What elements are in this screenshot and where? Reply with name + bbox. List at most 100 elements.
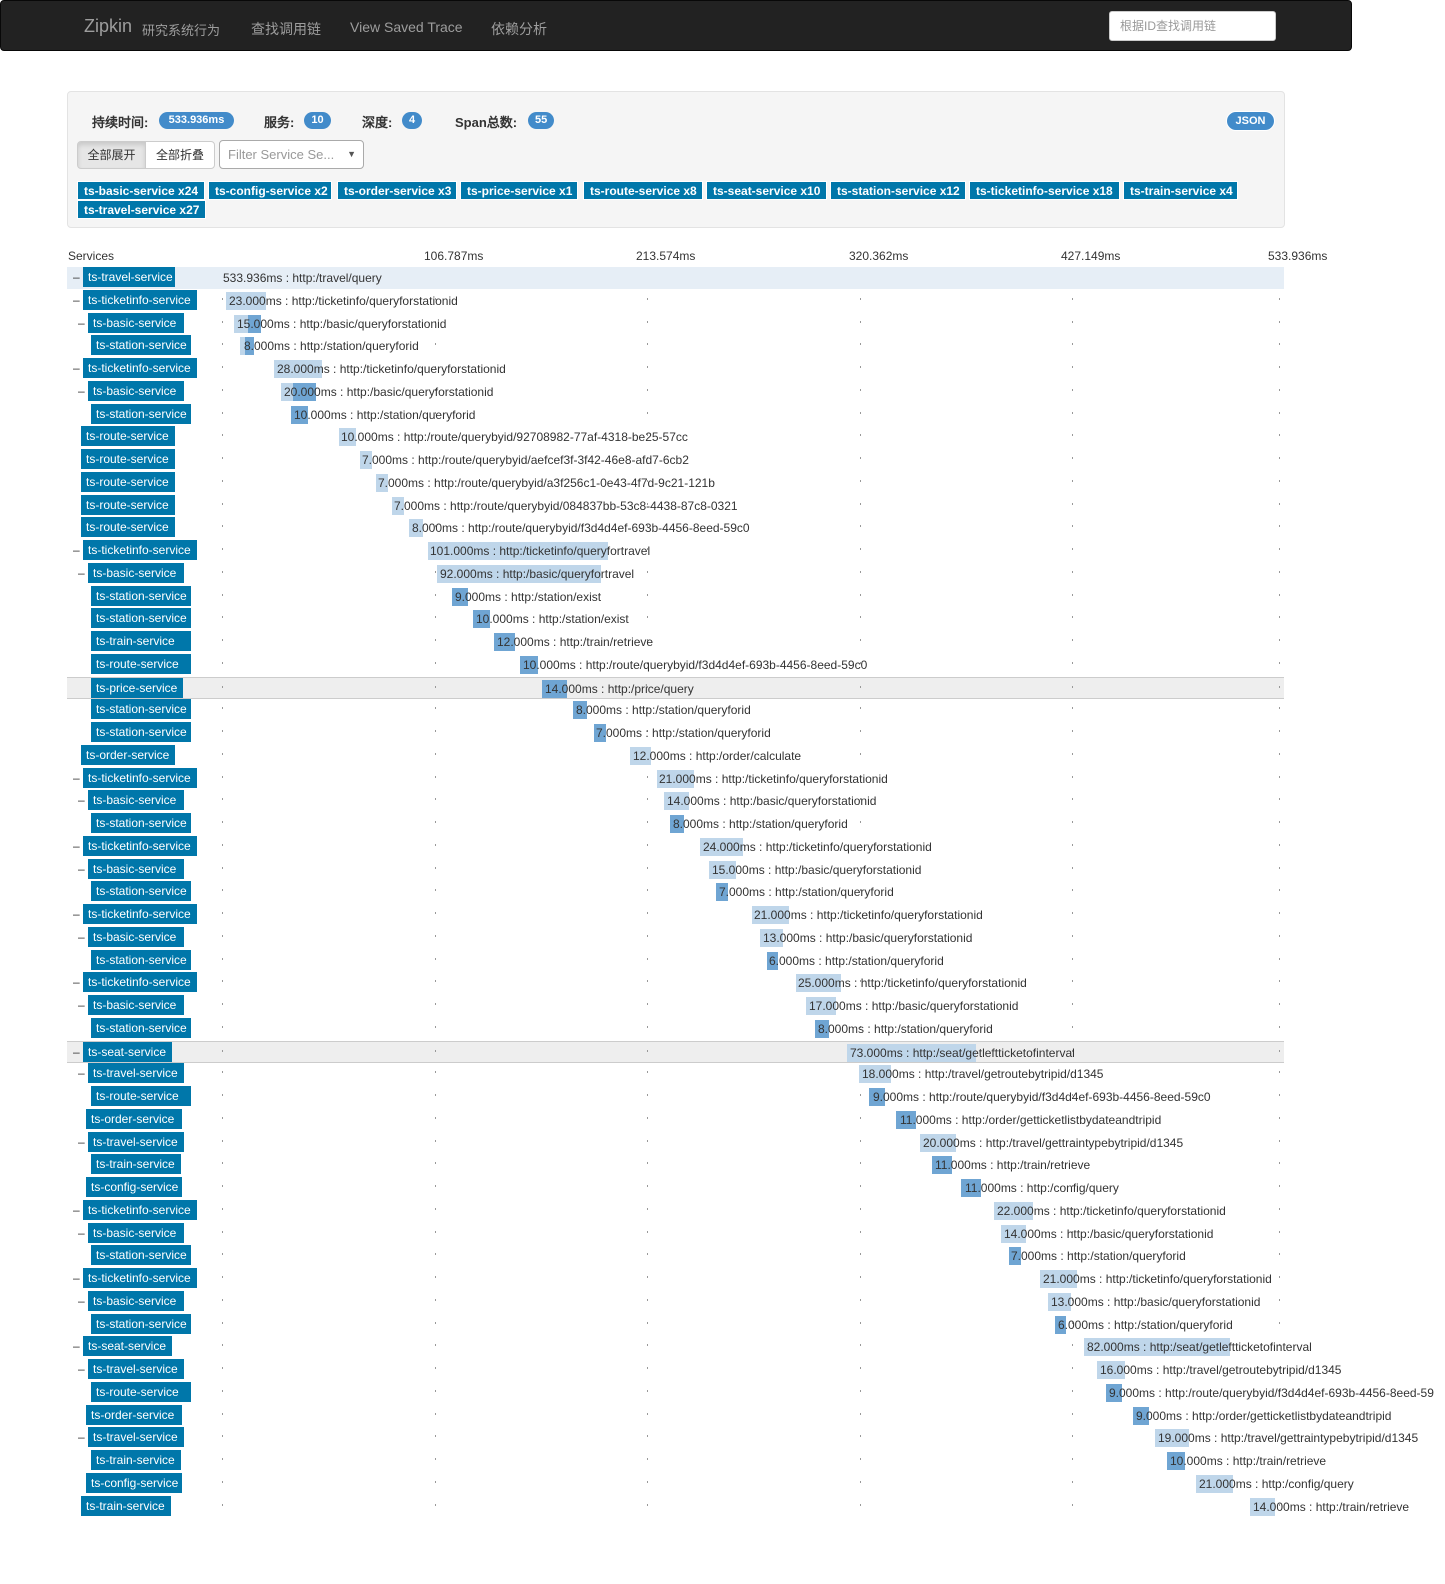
span-duration-bar[interactable] (226, 291, 266, 310)
collapse-toggle-icon[interactable]: – (78, 1293, 85, 1308)
span-duration-bar[interactable] (630, 746, 651, 765)
span-duration-bar[interactable] (664, 792, 689, 811)
service-filter-tag[interactable]: ts-order-service x3 (337, 181, 457, 200)
collapse-toggle-icon[interactable]: – (78, 793, 85, 808)
collapse-toggle-icon[interactable]: – (73, 1339, 80, 1354)
json-button[interactable]: JSON (1226, 111, 1275, 131)
span-service-name[interactable]: ts-seat-service (83, 1041, 172, 1062)
collapse-toggle-icon[interactable]: – (78, 1225, 85, 1240)
span-service-name[interactable]: ts-station-service (91, 1313, 191, 1334)
span-duration-bar[interactable] (670, 815, 684, 833)
span-service-name[interactable]: ts-station-service (91, 949, 191, 970)
span-duration-bar[interactable] (1250, 1497, 1275, 1516)
span-service-name[interactable]: ts-basic-service (88, 858, 184, 879)
span-service-name[interactable]: ts-ticketinfo-service (83, 835, 197, 856)
span-service-name[interactable]: ts-ticketinfo-service (83, 1199, 197, 1220)
span-duration-bar[interactable] (594, 724, 606, 742)
span-duration-bar[interactable] (392, 496, 404, 515)
span-duration-bar[interactable] (815, 1019, 829, 1038)
span-service-name[interactable]: ts-config-service (86, 1177, 182, 1197)
span-duration-bar[interactable] (1196, 1474, 1233, 1493)
nav-link-view-saved-trace[interactable]: View Saved Trace (350, 19, 463, 35)
collapse-toggle-icon[interactable]: – (73, 838, 80, 853)
span-duration-bar[interactable] (221, 269, 1284, 287)
span-service-name[interactable]: ts-train-service (81, 1495, 171, 1516)
service-filter-tag[interactable]: ts-station-service x12 (830, 181, 966, 200)
span-duration-bar[interactable] (806, 997, 836, 1015)
collapse-toggle-icon[interactable]: – (73, 361, 80, 375)
trace-id-search-input[interactable] (1109, 11, 1276, 41)
collapse-toggle-icon[interactable]: – (73, 543, 80, 557)
span-duration-bar[interactable] (1106, 1383, 1122, 1402)
span-service-name[interactable]: ts-ticketinfo-service (83, 540, 197, 560)
collapse-toggle-icon[interactable]: – (73, 1271, 80, 1285)
span-service-name[interactable]: ts-basic-service (88, 380, 184, 401)
expand-all-button[interactable]: 全部展开 (77, 141, 146, 169)
span-duration-bar[interactable] (1084, 1338, 1230, 1357)
service-filter-tag[interactable]: ts-route-service x8 (583, 181, 703, 200)
span-duration-bar[interactable] (657, 769, 694, 788)
span-service-name[interactable]: ts-train-service (91, 631, 191, 651)
span-duration-bar[interactable] (409, 519, 423, 538)
service-filter-tag[interactable]: ts-price-service x1 (460, 181, 578, 200)
span-service-name[interactable]: ts-station-service (91, 881, 191, 902)
span-duration-bar[interactable] (716, 883, 728, 902)
span-duration-bar[interactable] (709, 860, 736, 879)
span-service-name[interactable]: ts-station-service (91, 813, 191, 833)
span-service-name[interactable]: ts-price-service (91, 677, 183, 698)
collapse-toggle-icon[interactable]: – (78, 1362, 85, 1376)
span-duration-bar[interactable] (428, 542, 608, 560)
collapse-toggle-icon[interactable]: – (78, 998, 85, 1012)
span-service-name[interactable]: ts-order-service (86, 1108, 182, 1129)
span-duration-bar[interactable] (573, 701, 587, 720)
span-service-name[interactable]: ts-basic-service (88, 312, 184, 333)
collapse-toggle-icon[interactable]: – (78, 1134, 85, 1149)
span-duration-bar[interactable] (1040, 1270, 1077, 1288)
span-duration-bar[interactable] (767, 951, 778, 970)
service-filter-select[interactable]: Filter Service Se... ▼ (219, 140, 364, 169)
service-filter-tag[interactable]: ts-config-service x2 (208, 181, 332, 200)
span-duration-bar[interactable] (1167, 1452, 1185, 1470)
span-duration-bar[interactable] (291, 405, 308, 424)
collapse-toggle-icon[interactable]: – (73, 975, 80, 990)
collapse-toggle-icon[interactable]: – (73, 907, 80, 921)
span-duration-bar[interactable] (1048, 1292, 1071, 1311)
span-service-name[interactable]: ts-route-service (81, 517, 175, 538)
span-service-name[interactable]: ts-station-service (91, 699, 191, 720)
service-filter-tag[interactable]: ts-ticketinfo-service x18 (969, 181, 1120, 200)
collapse-toggle-icon[interactable]: – (78, 315, 85, 330)
span-duration-bar[interactable] (1001, 1224, 1026, 1243)
span-duration-bar[interactable] (760, 928, 783, 947)
